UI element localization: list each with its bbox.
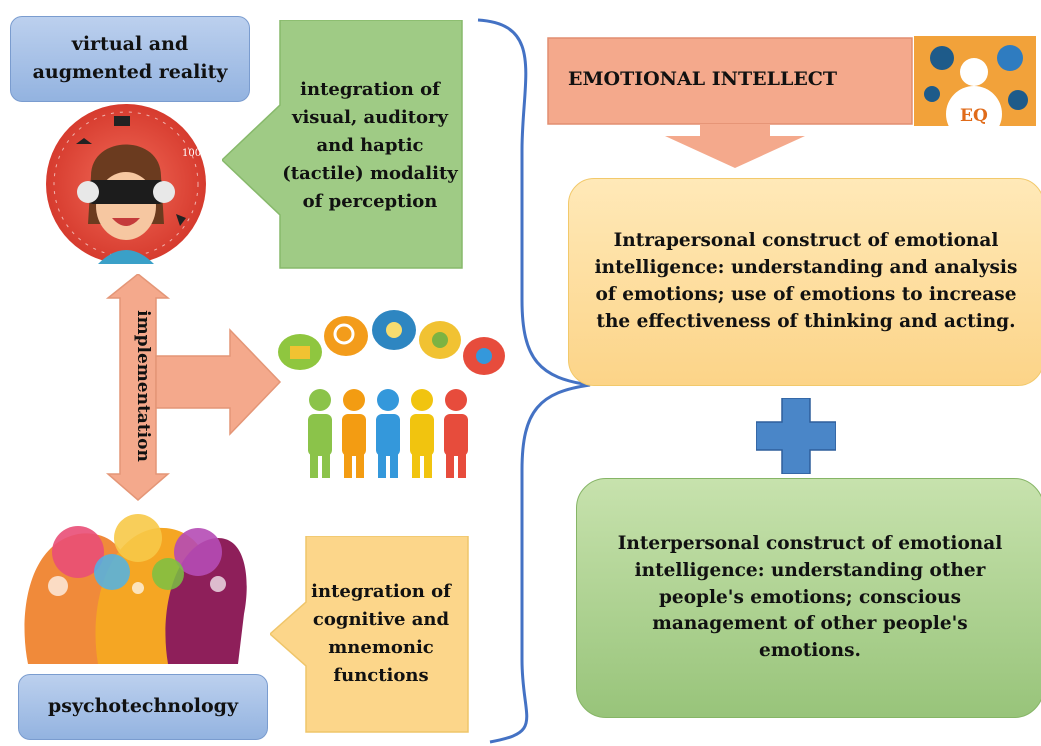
yellow-arrow-text: integration of cognitive and mnemonic fu… <box>311 581 451 686</box>
implementation-label: implementation <box>133 310 153 462</box>
interpersonal-construct-box: Interpersonal construct of emotional int… <box>576 478 1041 718</box>
plus-icon <box>756 398 836 474</box>
interpersonal-text: Interpersonal construct of emotional int… <box>617 532 1003 662</box>
vr-headset-illustration: 100 <box>46 104 206 264</box>
green-arrow <box>222 20 463 269</box>
psychotechnology-label: psychotechnology <box>47 695 239 718</box>
svg-text:100: 100 <box>182 148 201 159</box>
green-arrow-text: integration of visual, auditory and hapt… <box>282 79 458 212</box>
intrapersonal-text: Intrapersonal construct of emotional int… <box>594 230 1018 332</box>
people-speech-bubbles-illustration <box>278 310 505 478</box>
eq-icon: EQ <box>914 36 1036 126</box>
heads-network-illustration <box>18 504 248 666</box>
emotional-title-box <box>547 37 913 168</box>
emotional-intellect-title: EMOTIONAL INTELLECT <box>568 68 838 91</box>
implementation-cross-arrow: implementation <box>105 274 282 501</box>
intrapersonal-construct-box: Intrapersonal construct of emotional int… <box>568 178 1041 386</box>
psychotechnology-label-box: psychotechnology <box>18 674 268 740</box>
eq-icon-text: EQ <box>960 106 988 126</box>
vr-label: virtual and augmented reality <box>32 33 228 83</box>
vr-label-box: virtual and augmented reality <box>10 16 250 102</box>
yellow-arrow <box>270 536 469 733</box>
